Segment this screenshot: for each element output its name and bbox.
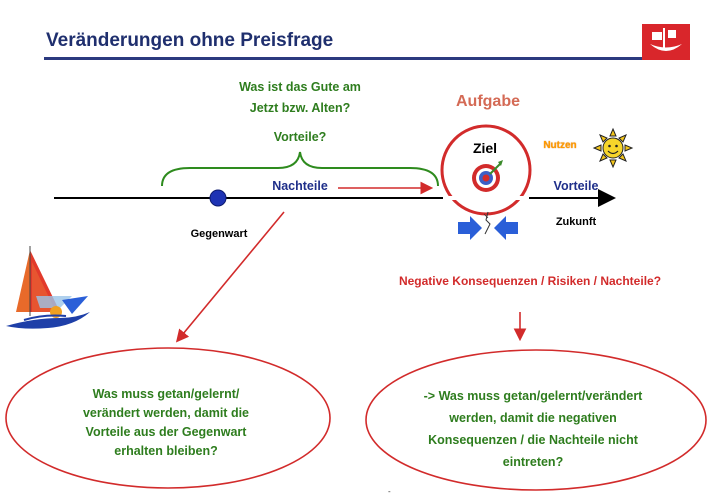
future-label: Zukunft	[555, 216, 597, 228]
present-marker	[209, 189, 227, 207]
right-ellipse-line-2: werden, damit die negativen	[449, 411, 617, 425]
benefit-label: Nutzen	[543, 140, 577, 151]
left-ellipse-line-1: Was muss getan/gelernt/	[92, 387, 240, 401]
advantages-label: Vorteile	[553, 179, 599, 193]
right-ellipse-line-1: -> Was muss getan/gelernt/verändert	[423, 389, 643, 403]
target-icon	[472, 160, 503, 192]
sun-icon	[592, 127, 634, 169]
advantages-question: Vorteile?	[273, 130, 327, 144]
question-line-2: Jetzt bzw. Alten?	[249, 101, 351, 115]
right-ellipse	[365, 349, 707, 491]
task-label: Aufgabe	[456, 93, 520, 110]
right-ellipse-line-4: eintreten?	[502, 455, 564, 469]
arrow-to-left-ellipse	[175, 211, 285, 343]
left-ellipse-line-3: Vorteile aus der Gegenwart	[85, 425, 247, 439]
goal-label: Ziel	[472, 140, 498, 156]
title-underline	[44, 57, 690, 60]
left-ellipse-line-4: erhalten bleiben?	[114, 444, 218, 458]
risks-question: Negative Konsequenzen / Risiken / Nachte…	[398, 274, 662, 288]
left-ellipse-line-2: verändert werden, damit die	[82, 406, 250, 420]
logo-icon	[642, 24, 690, 60]
present-label: Gegenwart	[190, 228, 248, 240]
left-ellipse-text: Was muss getan/gelernt/ verändert werden…	[46, 385, 286, 461]
footer-mark: -	[388, 487, 391, 496]
question-line-1: Was ist das Gute am	[239, 80, 361, 94]
left-ellipse	[5, 347, 331, 489]
pressure-arrows-icon	[458, 211, 518, 240]
right-ellipse-line-3: Konsequenzen / die Nachteile nicht	[428, 433, 638, 447]
disadvantages-label: Nachteile	[272, 179, 328, 193]
right-ellipse-text: -> Was muss getan/gelernt/verändert werd…	[386, 385, 680, 473]
page-title: Veränderungen ohne Preisfrage	[46, 30, 334, 51]
advantages-brace	[161, 151, 439, 187]
sailboat-icon	[6, 246, 90, 329]
